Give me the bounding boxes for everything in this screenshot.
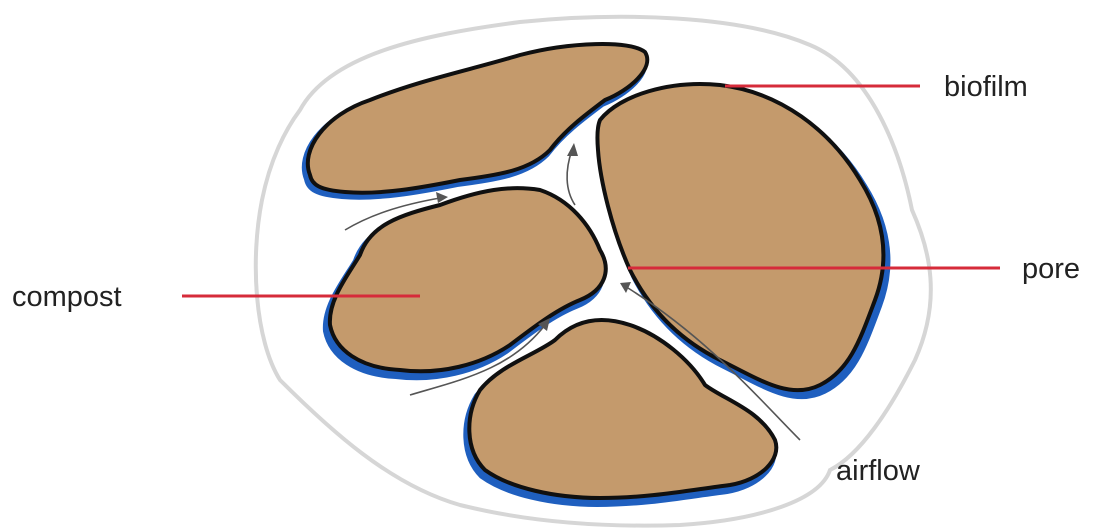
airflow-arrow-top [567, 150, 575, 205]
biofilm-label: biofilm [944, 71, 1028, 103]
airflow-label: airflow [836, 455, 921, 487]
pore-label: pore [1022, 253, 1080, 285]
compost-particle-top-left [305, 44, 647, 197]
compost-label: compost [12, 281, 122, 313]
